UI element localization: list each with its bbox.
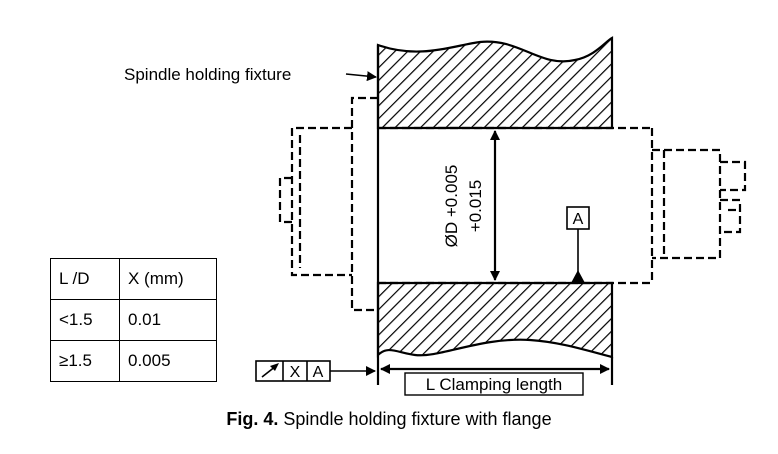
fcf-datum: A [313, 364, 324, 381]
ld-ratio-table: L /D X (mm) <1.5 0.01 ≥1.5 0.005 [50, 258, 217, 382]
diameter-label: ØD +0.005 [442, 165, 461, 248]
upper-fixture-section [376, 36, 614, 130]
table-cell: 0.01 [119, 299, 217, 341]
table-header-row: L /D X (mm) [50, 258, 217, 300]
datum-label: A [573, 211, 584, 228]
table-row: ≥1.5 0.005 [50, 340, 217, 382]
runout-arrow-icon [261, 363, 279, 378]
fixture-label: Spindle holding fixture [124, 65, 291, 84]
fcf-tolerance: X [290, 364, 301, 381]
table-cell: ≥1.5 [50, 340, 120, 382]
fixture-leader-arrow [345, 71, 377, 82]
caption-text: Spindle holding fixture with flange [278, 409, 552, 429]
caption-number: Fig. 4. [226, 409, 279, 429]
table-header: X (mm) [119, 258, 217, 300]
table-row: <1.5 0.01 [50, 299, 217, 341]
table-cell: 0.005 [119, 340, 217, 382]
lower-fixture-section [376, 281, 614, 359]
feature-control-frame: X A [255, 360, 331, 382]
spindle-dashed-outline [278, 96, 747, 312]
diameter-tolerance-label: +0.015 [466, 180, 485, 232]
figure-caption: Fig. 4. Spindle holding fixture with fla… [0, 409, 778, 430]
datum-triangle-icon [571, 270, 585, 283]
clamping-length-label: L Clamping length [426, 375, 562, 394]
clamping-label-box [404, 372, 584, 396]
table-header: L /D [50, 258, 120, 300]
table-cell: <1.5 [50, 299, 120, 341]
